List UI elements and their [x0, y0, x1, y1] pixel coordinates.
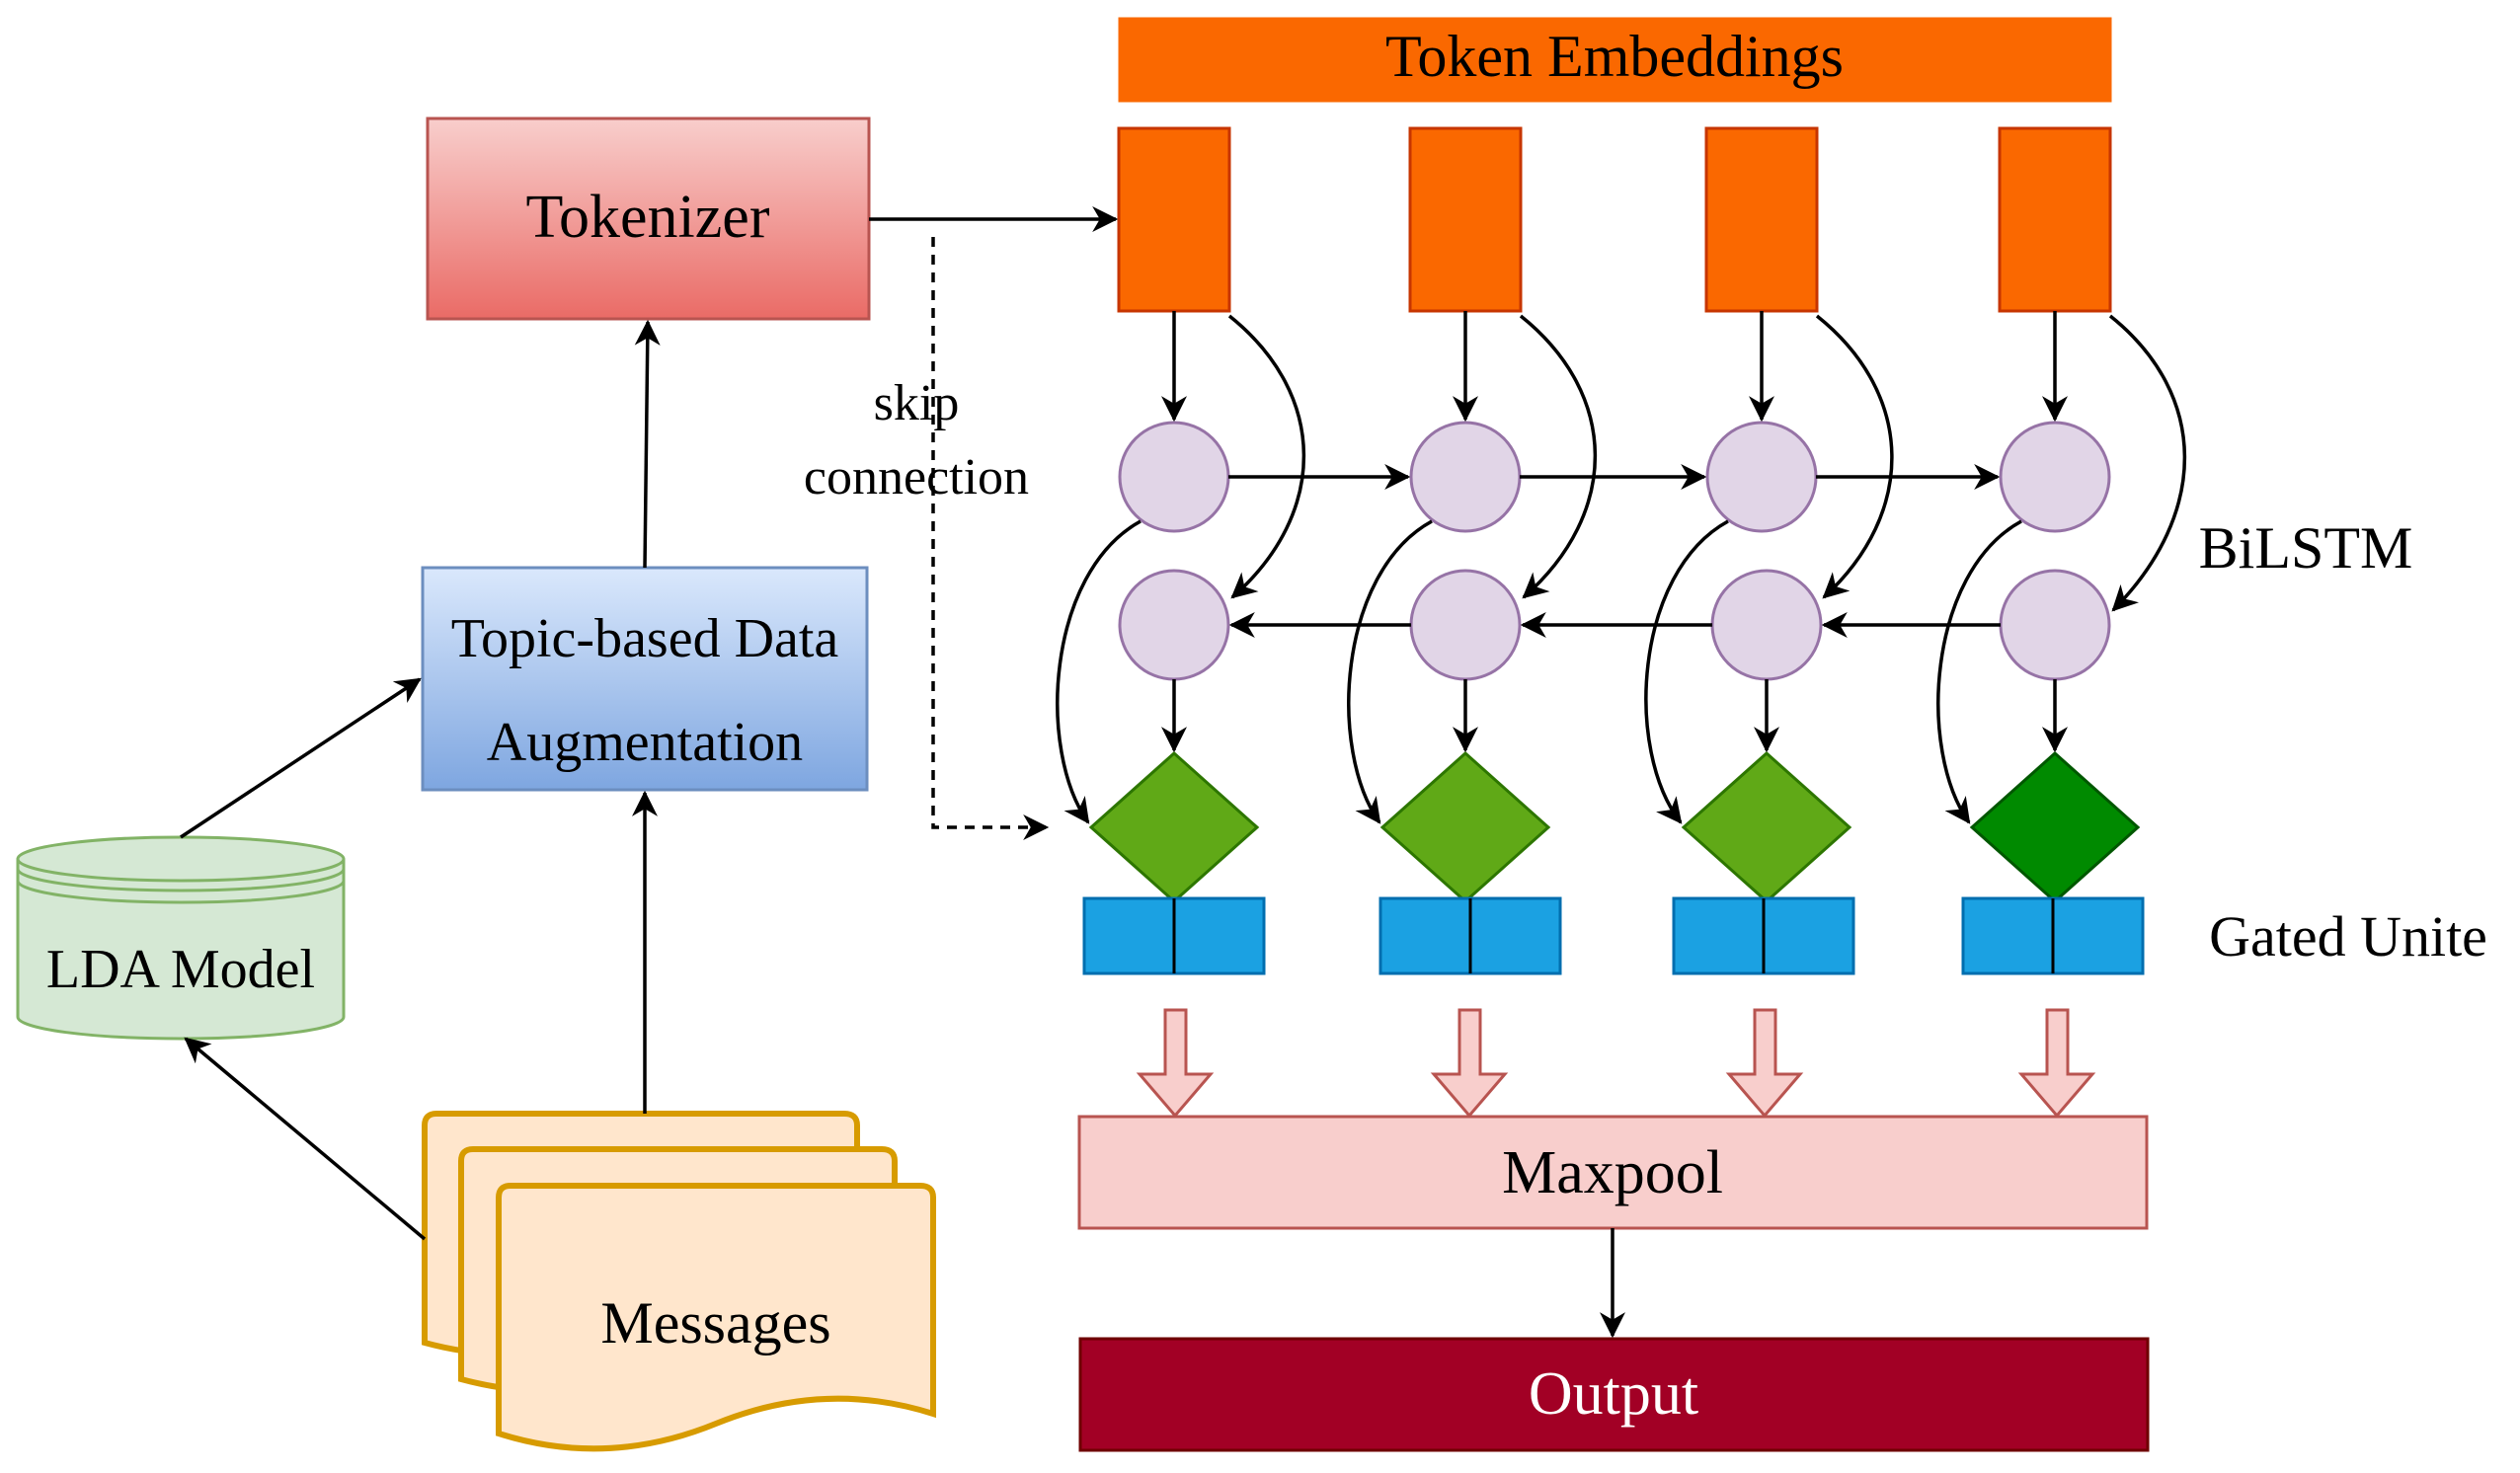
- bilstm-label: BiLSTM: [2199, 515, 2413, 581]
- gate-diamonds: [1088, 750, 2141, 904]
- tokenizer-box: Tokenizer: [426, 116, 871, 321]
- lstm-forward-cell-2: [1409, 421, 1522, 533]
- arrow-skip-connection: [931, 237, 1050, 840]
- output-label: Output: [1529, 1360, 1698, 1428]
- arrow-lda-to-augmentation: [180, 677, 422, 839]
- gate-diamond-4: [1969, 750, 2141, 904]
- arrow-augmentation-to-tokenizer: [634, 319, 661, 569]
- gate-diamond-1: [1088, 750, 1260, 904]
- svg-text:connection: connection: [804, 449, 1029, 505]
- skip-connection-label: skip connection: [804, 375, 1029, 505]
- svg-text:skip: skip: [874, 375, 960, 431]
- gated-unite-label: Gated Unite: [2209, 904, 2487, 969]
- token-embeddings-label: Token Embeddings: [1385, 24, 1844, 89]
- maxpool-label: Maxpool: [1502, 1139, 1723, 1206]
- lda-model-label: LDA Model: [46, 939, 315, 1000]
- maxpool-input-arrows: [1136, 1008, 2096, 1119]
- token-embedding-block-4: [1998, 126, 2112, 313]
- lstm-backward-cells: [1118, 569, 2111, 681]
- lstm-backward-cell-3: [1710, 569, 1823, 681]
- lstm-backward-cell-2: [1409, 569, 1522, 681]
- token-embedding-block-1: [1117, 126, 1231, 313]
- tokenizer-label: Tokenizer: [526, 184, 770, 251]
- token-embeddings-bar: Token Embeddings: [1118, 17, 2112, 103]
- lstm-forward-cell-3: [1705, 421, 1818, 533]
- messages-documents: Messages: [422, 1111, 936, 1452]
- messages-label: Messages: [600, 1290, 830, 1356]
- lstm-backward-cell-4: [1999, 569, 2111, 681]
- arrow-messages-to-lda: [184, 1037, 427, 1241]
- augmentation-label-line1: Topic-based Data: [451, 608, 839, 669]
- lstm-forward-cell-4: [1999, 421, 2111, 533]
- lda-model-cylinder: LDA Model: [16, 835, 346, 1041]
- token-embedding-block-2: [1408, 126, 1523, 313]
- lstm-forward-cells: [1118, 421, 2111, 533]
- gate-diamond-3: [1681, 750, 1852, 904]
- lstm-backward-cell-1: [1118, 569, 1230, 681]
- lstm-forward-cell-1: [1118, 421, 1230, 533]
- connectors: [180, 206, 2187, 1339]
- token-embedding-blocks: [1117, 126, 2112, 313]
- gated-output-blocks: [1082, 896, 2145, 975]
- augmentation-box: Topic-based Data Augmentation: [421, 566, 869, 792]
- augmentation-label-line2: Augmentation: [487, 712, 803, 773]
- token-embedding-block-3: [1704, 126, 1819, 313]
- maxpool-box: Maxpool: [1077, 1115, 2149, 1230]
- output-box: Output: [1078, 1337, 2150, 1452]
- gate-diamond-2: [1379, 750, 1551, 904]
